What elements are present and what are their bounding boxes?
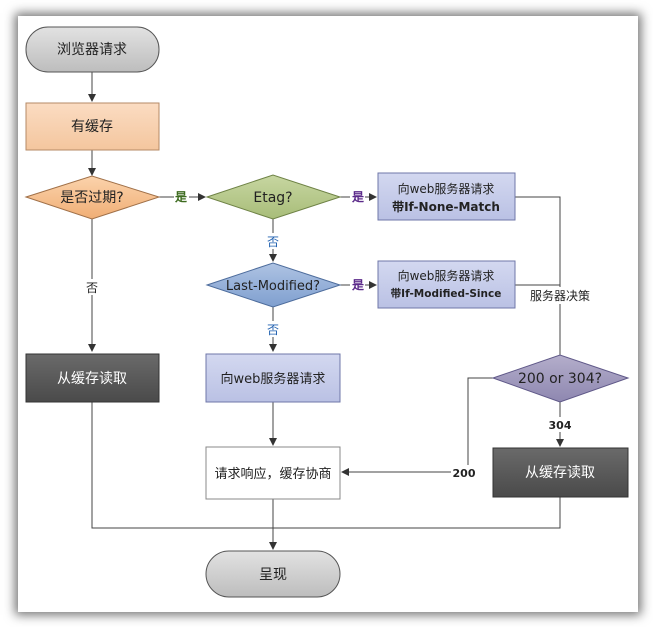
edge-readcache2-render <box>273 497 561 529</box>
label-yes-etag: 是 <box>351 190 365 204</box>
expired-label: 是否过期? <box>60 190 123 206</box>
etag-label: Etag? <box>253 190 292 206</box>
response-negotiate-label: 请求响应，缓存协商 <box>214 466 331 482</box>
render-label: 呈现 <box>259 567 287 583</box>
read-cache-left-label: 从缓存读取 <box>57 370 127 387</box>
node-request-if-none-match: 向web服务器请求 带If-None-Match <box>377 172 516 221</box>
label-no-expired: 否 <box>86 281 98 295</box>
label-200: 200 <box>453 467 476 480</box>
edge-status-response <box>341 377 493 476</box>
has-cache-label: 有缓存 <box>71 119 113 135</box>
label-server-decision: 服务器决策 <box>530 288 590 303</box>
label-no-lastmod: 否 <box>267 323 279 337</box>
request-nonematch-line1: 向web服务器请求 <box>398 181 495 196</box>
label-no-etag: 否 <box>267 235 279 249</box>
node-expired: 是否过期? <box>24 175 161 220</box>
node-etag: Etag? <box>205 174 342 220</box>
read-cache-right-label: 从缓存读取 <box>525 464 595 481</box>
edge-readcache-render <box>91 402 273 529</box>
label-yes-lastmod: 是 <box>351 278 365 292</box>
browser-request-label: 浏览器请求 <box>57 42 127 58</box>
request-nonematch-line2: 带If-None-Match <box>392 199 500 214</box>
node-read-cache-right: 从缓存读取 <box>492 447 629 498</box>
label-304: 304 <box>549 419 572 432</box>
node-request-web: 向web服务器请求 <box>205 353 341 403</box>
node-response-negotiate: 请求响应，缓存协商 <box>205 446 341 500</box>
node-read-cache-left: 从缓存读取 <box>25 353 160 403</box>
request-modsince-line2: 带If-Modified-Since <box>391 287 502 300</box>
last-modified-label: Last-Modified? <box>226 279 320 294</box>
node-request-if-modified-since: 向web服务器请求 带If-Modified-Since <box>377 260 516 309</box>
edge-nonematch-status <box>515 196 564 365</box>
node-browser-request: 浏览器请求 <box>25 26 160 73</box>
request-modsince-line1: 向web服务器请求 <box>398 268 495 283</box>
node-last-modified: Last-Modified? <box>205 262 342 308</box>
request-web-label: 向web服务器请求 <box>221 371 326 387</box>
node-has-cache: 有缓存 <box>25 102 160 151</box>
connectors <box>88 72 564 550</box>
node-render: 呈现 <box>205 550 341 598</box>
label-yes-expired: 是 <box>174 190 188 204</box>
node-status-200-304: 200 or 304? <box>491 354 630 403</box>
status-label: 200 or 304? <box>518 371 602 387</box>
edge-labels: 是 是 否 是 否 否 服务器决策 304 200 <box>85 188 596 480</box>
